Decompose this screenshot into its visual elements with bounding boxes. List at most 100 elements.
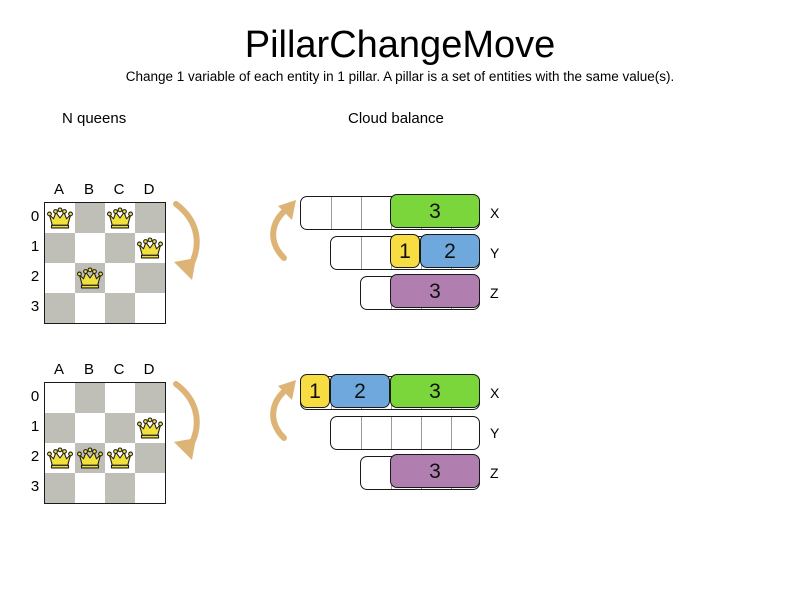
process-block-2[interactable]: 2 (330, 374, 390, 409)
board-cell-D3[interactable] (135, 473, 165, 503)
process-block-3[interactable]: 3 (390, 374, 480, 409)
row-label-2: 2 (30, 268, 40, 285)
board-cell-A3[interactable] (45, 473, 75, 503)
column-label-c: C (113, 181, 125, 198)
queen-icon (77, 265, 103, 291)
queen-icon (47, 445, 73, 471)
process-value: 3 (429, 199, 441, 223)
row-label-1: 1 (30, 418, 40, 435)
capacity-unit-divider (451, 417, 452, 449)
page-title: PillarChangeMove (244, 24, 556, 66)
computer-label-y: Y (490, 425, 500, 441)
board-cell-D3[interactable] (135, 293, 165, 323)
column-label-d: D (143, 181, 155, 198)
board-transition-arrow-top (166, 196, 212, 291)
process-block-3[interactable]: 3 (390, 194, 480, 229)
board-cell-D2[interactable] (135, 443, 165, 473)
board-cell-B3[interactable] (75, 293, 105, 323)
board-cell-C0[interactable] (105, 203, 135, 233)
computer-label-x: X (490, 205, 500, 221)
board-cell-C1[interactable] (105, 413, 135, 443)
board-cell-D0[interactable] (135, 203, 165, 233)
cloud-transition-arrow-top (266, 196, 306, 271)
board-cell-B2[interactable] (75, 263, 105, 293)
process-value: 1 (399, 239, 411, 263)
board-cell-A0[interactable] (45, 203, 75, 233)
queen-icon (107, 205, 133, 231)
capacity-unit-divider (361, 237, 362, 269)
board-cell-B1[interactable] (75, 413, 105, 443)
process-value: 3 (429, 459, 441, 483)
board-cell-B1[interactable] (75, 233, 105, 263)
process-block-2[interactable]: 2 (420, 234, 480, 269)
column-label-d: D (143, 361, 155, 378)
page-subtitle: Change 1 variable of each entity in 1 pi… (125, 69, 675, 84)
board-column-labels: A B C D (44, 362, 166, 380)
board-cell-B0[interactable] (75, 383, 105, 413)
queen-icon (137, 235, 163, 261)
row-label-0: 0 (30, 208, 40, 225)
row-label-0: 0 (30, 388, 40, 405)
computer-row-y: Y (298, 416, 499, 450)
section-label-cloud-balance: Cloud balance (348, 110, 444, 127)
board-cell-A2[interactable] (45, 443, 75, 473)
process-block-3[interactable]: 3 (390, 454, 480, 489)
capacity-unit-divider (331, 197, 332, 229)
computer-label-z: Z (490, 285, 499, 301)
column-label-a: A (53, 181, 64, 198)
board-cell-B2[interactable] (75, 443, 105, 473)
process-value: 2 (354, 379, 366, 403)
board-cell-D1[interactable] (135, 233, 165, 263)
process-value: 3 (429, 379, 441, 403)
board-cell-A1[interactable] (45, 413, 75, 443)
board-cell-A2[interactable] (45, 263, 75, 293)
board-cell-D2[interactable] (135, 263, 165, 293)
row-label-3: 3 (30, 478, 40, 495)
queen-icon (77, 445, 103, 471)
row-label-1: 1 (30, 238, 40, 255)
process-block-1[interactable]: 1 (390, 234, 420, 269)
section-label-nqueens: N queens (62, 110, 127, 127)
cloud-transition-arrow-bottom (266, 376, 306, 451)
board-cell-C3[interactable] (105, 473, 135, 503)
computer-label-z: Z (490, 465, 499, 481)
column-label-b: B (83, 181, 94, 198)
row-label-3: 3 (30, 298, 40, 315)
computer-label-y: Y (490, 245, 500, 261)
computer-label-x: X (490, 385, 500, 401)
board-cell-A3[interactable] (45, 293, 75, 323)
board-column-labels: A B C D (44, 182, 166, 200)
process-block-3[interactable]: 3 (390, 274, 480, 309)
board-cell-C2[interactable] (105, 443, 135, 473)
process-block-1[interactable]: 1 (300, 374, 330, 409)
row-label-2: 2 (30, 448, 40, 465)
column-label-c: C (113, 361, 125, 378)
board-cell-B3[interactable] (75, 473, 105, 503)
capacity-unit-divider (361, 417, 362, 449)
computer-row-x: 1 2 3 X (298, 374, 499, 410)
board-cell-C0[interactable] (105, 383, 135, 413)
process-value: 1 (309, 379, 321, 403)
board-cell-A0[interactable] (45, 383, 75, 413)
board-cell-D1[interactable] (135, 413, 165, 443)
board-grid (44, 382, 166, 504)
board-cell-B0[interactable] (75, 203, 105, 233)
column-label-a: A (53, 361, 64, 378)
queen-icon (137, 415, 163, 441)
board-cell-D0[interactable] (135, 383, 165, 413)
column-label-b: B (83, 361, 94, 378)
queen-icon (107, 445, 133, 471)
board-cell-C3[interactable] (105, 293, 135, 323)
board-cell-C1[interactable] (105, 233, 135, 263)
process-value: 3 (429, 279, 441, 303)
computer-capacity-bar[interactable] (330, 416, 480, 450)
board-grid (44, 202, 166, 324)
board-cell-C2[interactable] (105, 263, 135, 293)
board-transition-arrow-bottom (166, 376, 212, 471)
board-cell-A1[interactable] (45, 233, 75, 263)
